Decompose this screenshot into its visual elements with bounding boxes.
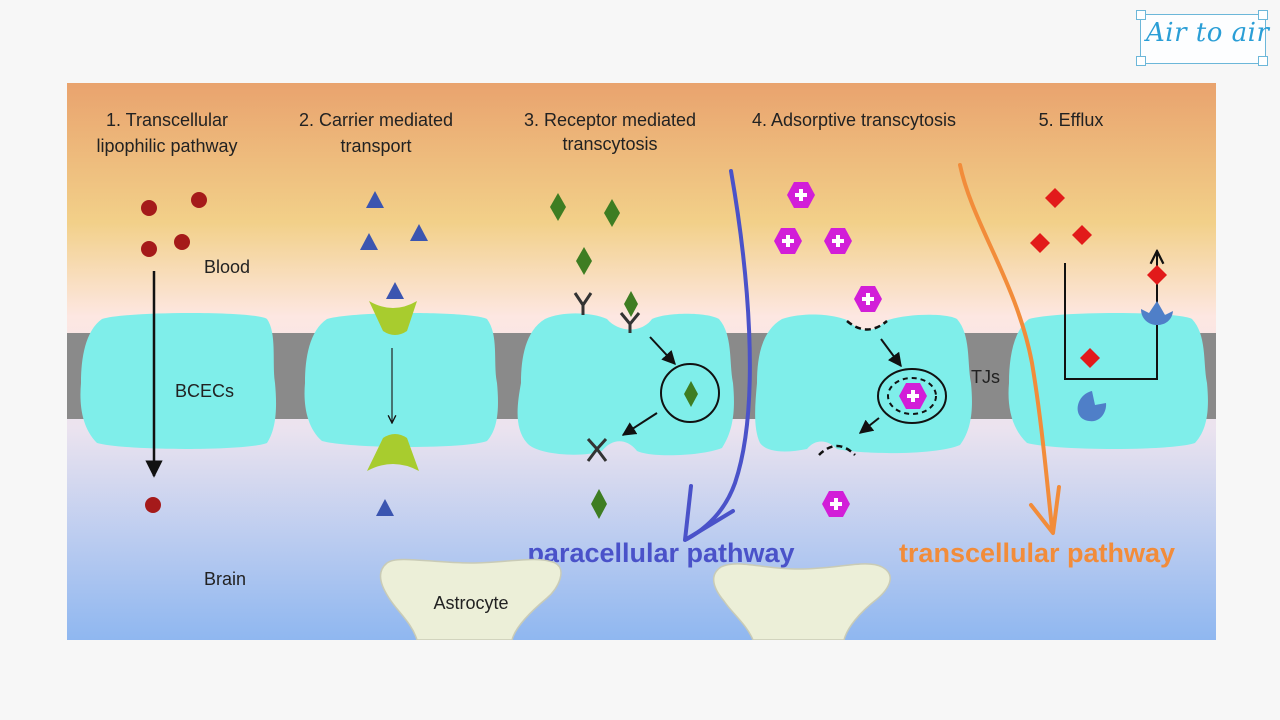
lipophilic-molecule — [145, 497, 161, 513]
receptor-ligand — [591, 489, 607, 519]
endocytosis-arrow — [880, 338, 902, 368]
logo-corner — [1258, 10, 1268, 20]
blood-label: Blood — [204, 257, 250, 277]
lipophilic-molecule — [141, 241, 157, 257]
carrier-substrate — [410, 224, 428, 241]
efflux-substrate — [1080, 348, 1100, 368]
efflux-substrate — [1072, 225, 1092, 245]
endothelial-cell-1 — [80, 313, 277, 449]
carrier-protein — [369, 301, 417, 335]
astrocyte-label: Astrocyte — [433, 593, 508, 613]
logo-corner — [1136, 10, 1146, 20]
cationic-molecule — [854, 286, 882, 312]
membrane-fusion — [818, 444, 856, 456]
carrier-substrate — [360, 233, 378, 250]
vesicle — [660, 363, 720, 423]
tjs-label: TJs — [971, 367, 1000, 387]
receptor — [573, 292, 593, 315]
cationic-molecule — [822, 491, 850, 517]
logo-corner — [1136, 56, 1146, 66]
efflux-pump — [1141, 301, 1173, 326]
vesicle-inner — [887, 377, 937, 415]
mechanism-1-label-line2: lipophilic pathway — [96, 136, 237, 156]
efflux-pump — [1077, 391, 1107, 422]
mechanism-2-label-line2: transport — [340, 136, 411, 156]
receptor — [619, 312, 641, 333]
logo-text: Air to air — [1146, 18, 1270, 48]
mechanism-1-label-line1: 1. Transcellular — [106, 110, 228, 130]
lipophilic-molecule — [174, 234, 190, 250]
transcellular-arrowhead — [1029, 485, 1061, 535]
lipophilic-molecule — [141, 200, 157, 216]
mechanism-5-label: 5. Efflux — [1039, 110, 1104, 130]
mechanism-3-label-line2: transcytosis — [562, 134, 657, 154]
receptor-ligand — [684, 381, 698, 407]
transcellular-pathway-label: transcellular pathway — [899, 538, 1175, 568]
logo-frame — [1140, 14, 1266, 64]
paracellular-pathway-label: paracellular pathway — [527, 538, 794, 568]
membrane-invagination — [846, 320, 888, 331]
vesicle-outer — [877, 368, 947, 424]
carrier-substrate — [366, 191, 384, 208]
paracellular-pathway-arrow — [685, 169, 752, 541]
efflux-substrate — [1147, 265, 1167, 285]
logo-corner — [1258, 56, 1268, 66]
receptor-ligand — [604, 199, 620, 227]
brain-label: Brain — [204, 569, 246, 589]
endocytosis-arrow — [649, 336, 676, 366]
receptor-ligand — [550, 193, 566, 221]
exocytosis-arrow — [621, 412, 658, 436]
air-to-air-logo: Air to air — [1136, 10, 1270, 66]
endothelial-cell-2 — [304, 313, 498, 447]
bbb-transport-diagram: 1. Transcellular lipophilic pathway Bloo… — [67, 83, 1216, 640]
carrier-protein — [367, 434, 419, 471]
cationic-molecule — [824, 228, 852, 254]
mechanism-3-label-line1: 3. Receptor mediated — [524, 110, 696, 130]
mechanism-4-label: 4. Adsorptive transcytosis — [752, 110, 956, 130]
carrier-substrate — [376, 499, 394, 516]
astrocyte — [713, 563, 891, 640]
astrocyte — [379, 558, 562, 640]
receptor — [586, 437, 608, 462]
efflux-substrate — [1045, 188, 1065, 208]
paracellular-arrowhead — [683, 484, 735, 542]
bcecs-label: BCECs — [175, 381, 234, 401]
carrier-substrate — [386, 282, 404, 299]
cationic-molecule — [787, 182, 815, 208]
cationic-molecule — [899, 383, 927, 409]
cationic-molecule — [774, 228, 802, 254]
receptor-ligand — [624, 291, 638, 317]
receptor-ligand — [576, 247, 592, 275]
mechanism-2-label-line1: 2. Carrier mediated — [299, 110, 453, 130]
efflux-substrate — [1030, 233, 1050, 253]
transcellular-pathway-arrow — [958, 163, 1054, 530]
endothelial-cell-5 — [1008, 313, 1208, 449]
lipophilic-molecule — [191, 192, 207, 208]
exocytosis-arrow — [858, 417, 880, 434]
endothelial-cell-4 — [755, 314, 972, 454]
